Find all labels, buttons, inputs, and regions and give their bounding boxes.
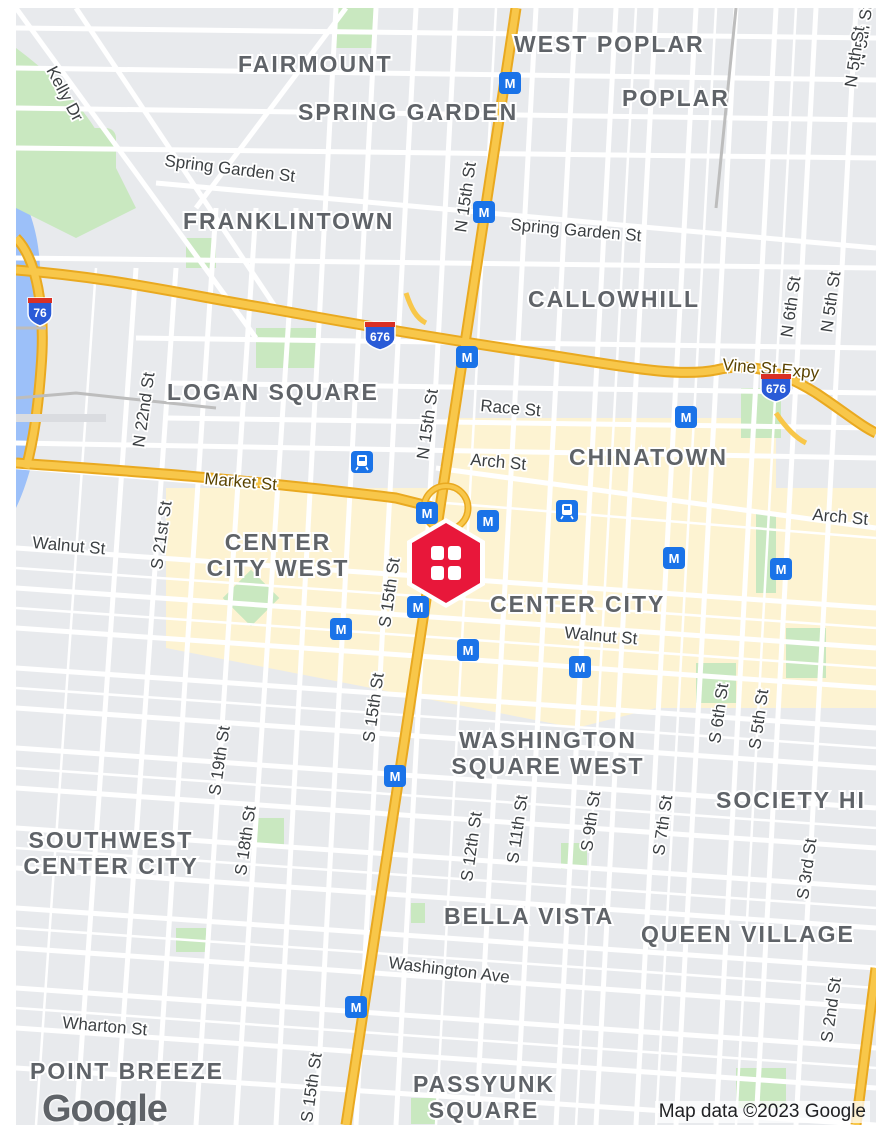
svg-text:M: M (483, 514, 494, 529)
svg-text:M: M (463, 643, 474, 658)
metro-station-icon[interactable]: M (473, 201, 495, 223)
svg-text:M: M (336, 622, 347, 637)
svg-text:M: M (413, 600, 424, 615)
map-canvas[interactable]: FAIRMOUNT WEST POPLAR POPLAR SPRING GARD… (16, 8, 876, 1125)
neighborhood-poplar: POPLAR (622, 85, 730, 111)
neighborhood-spring-garden: SPRING GARDEN (298, 99, 518, 125)
metro-station-icon[interactable]: M (569, 656, 591, 678)
svg-text:M: M (422, 506, 433, 521)
svg-text:M: M (351, 1000, 362, 1015)
map-attribution[interactable]: Map data ©2023 Google (654, 1101, 870, 1123)
metro-station-icon[interactable]: M (457, 639, 479, 661)
i-676-east-shield: 676 (760, 373, 792, 403)
svg-text:M: M (479, 205, 490, 220)
svg-text:M: M (681, 410, 692, 425)
rail-station-icon[interactable] (351, 451, 373, 473)
metro-station-icon[interactable]: M (675, 406, 697, 428)
i-76-number: 76 (33, 306, 47, 320)
i-676-east-number: 676 (766, 382, 786, 396)
rail-station-icon[interactable] (556, 500, 578, 522)
neighborhood-callowhill: CALLOWHILL (528, 286, 700, 312)
metro-station-icon[interactable]: M (330, 618, 352, 640)
neighborhood-fairmount: FAIRMOUNT (238, 51, 393, 77)
interstate-shields: 76 676 676 (27, 297, 792, 403)
i-676-west-shield: 676 (364, 321, 396, 351)
rail-lines (16, 8, 738, 410)
neighborhood-society-hill: SOCIETY HI (716, 787, 866, 813)
neighborhood-chinatown: CHINATOWN (569, 444, 728, 470)
map-svg[interactable]: FAIRMOUNT WEST POPLAR POPLAR SPRING GARD… (16, 8, 876, 1125)
neighborhood-bella-vista: BELLA VISTA (444, 903, 614, 929)
neighborhood-center-city: CENTER CITY (490, 591, 665, 617)
neighborhood-point-breeze: POINT BREEZE (30, 1058, 224, 1084)
metro-station-icon[interactable]: M (770, 558, 792, 580)
metro-station-icon[interactable]: M (663, 547, 685, 569)
neighborhood-franklintown: FRANKLINTOWN (183, 208, 394, 234)
neighborhood-west-poplar: WEST POPLAR (514, 31, 705, 57)
metro-station-icon[interactable]: M (456, 346, 478, 368)
metro-station-icon[interactable]: M (384, 765, 406, 787)
neighborhood-labels: FAIRMOUNT WEST POPLAR POPLAR SPRING GARD… (21, 29, 866, 1125)
google-logo: Google (42, 1088, 168, 1125)
rail-stations (351, 451, 578, 522)
street-race-st: Race St (480, 396, 542, 420)
metro-station-icon[interactable]: M (477, 510, 499, 532)
metro-stations: M M M M M M M M M M M M M M (330, 72, 792, 1018)
i-676-west-number: 676 (370, 330, 390, 344)
svg-text:M: M (776, 562, 787, 577)
location-marker-icon[interactable] (407, 518, 485, 608)
metro-station-icon[interactable]: M (499, 72, 521, 94)
neighborhood-queen-village: QUEEN VILLAGE (641, 921, 855, 947)
svg-text:M: M (669, 551, 680, 566)
svg-text:M: M (390, 769, 401, 784)
metro-station-icon[interactable]: M (416, 502, 438, 524)
svg-text:M: M (505, 76, 516, 91)
i-76-shield: 76 (27, 297, 53, 327)
metro-station-icon[interactable]: M (407, 596, 429, 618)
metro-station-icon[interactable]: M (345, 996, 367, 1018)
svg-text:M: M (575, 660, 586, 675)
svg-text:M: M (462, 350, 473, 365)
neighborhood-logan-square: LOGAN SQUARE (167, 379, 379, 405)
